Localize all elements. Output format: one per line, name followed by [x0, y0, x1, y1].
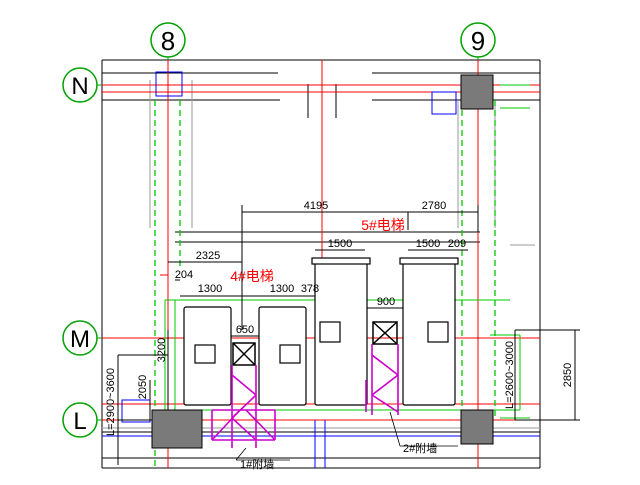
- dim-900: 900: [377, 296, 395, 308]
- dim-2780: 2780: [422, 200, 446, 212]
- dim-l-right: L=2600~3000: [504, 341, 516, 409]
- masts: [232, 321, 398, 366]
- dim-1300-b: 1300: [270, 283, 294, 295]
- axis-label-l: L: [73, 408, 86, 435]
- axis-label-m: M: [70, 326, 90, 353]
- dim-204: 204: [175, 269, 193, 281]
- note-bracket-2: 2#附墙: [403, 441, 437, 455]
- axis-bubble-8: 8: [150, 22, 186, 58]
- axis-connectors: [97, 57, 479, 421]
- columns: [151, 74, 494, 449]
- elevator-cars: [183, 257, 459, 406]
- dim-378: 378: [301, 283, 319, 295]
- dim-2850: 2850: [562, 363, 574, 387]
- axis-bubble-n: N: [62, 67, 98, 103]
- dim-l-left: L=2900~3600: [105, 368, 117, 436]
- dim-3200: 3200: [156, 338, 168, 362]
- bracket-notes: 1#附墙 2#附墙: [235, 411, 458, 471]
- dim-1500-a: 1500: [328, 238, 352, 250]
- axis-label-8: 8: [161, 26, 175, 56]
- column-9n: [460, 74, 494, 110]
- axis-bubble-9: 9: [460, 22, 496, 58]
- elevator-5-label: 5#电梯: [361, 217, 405, 233]
- dim-1500-b: 1500: [416, 238, 440, 250]
- dim-2050: 2050: [137, 375, 149, 399]
- dim-4195: 4195: [304, 200, 328, 212]
- column-8l: [151, 409, 203, 449]
- note-bracket-1: 1#附墙: [240, 457, 274, 471]
- dim-650: 650: [236, 324, 254, 336]
- axis-bubble-l: L: [62, 402, 98, 438]
- wall-brackets: [211, 344, 399, 448]
- axis-label-n: N: [71, 73, 88, 100]
- dimension-labels: 4195 2780 1500 1500 209 2325 204 1300 13…: [105, 200, 574, 436]
- dim-209: 209: [448, 238, 466, 250]
- axis-bubble-m: M: [62, 320, 98, 356]
- axis-label-9: 9: [471, 26, 485, 56]
- dimension-lines: [117, 205, 580, 465]
- green-dashed-lines: [154, 100, 496, 468]
- dim-2325: 2325: [196, 250, 220, 262]
- elevator-4-label: 4#电梯: [230, 268, 274, 284]
- column-9l: [460, 409, 494, 445]
- dim-1300-a: 1300: [198, 283, 222, 295]
